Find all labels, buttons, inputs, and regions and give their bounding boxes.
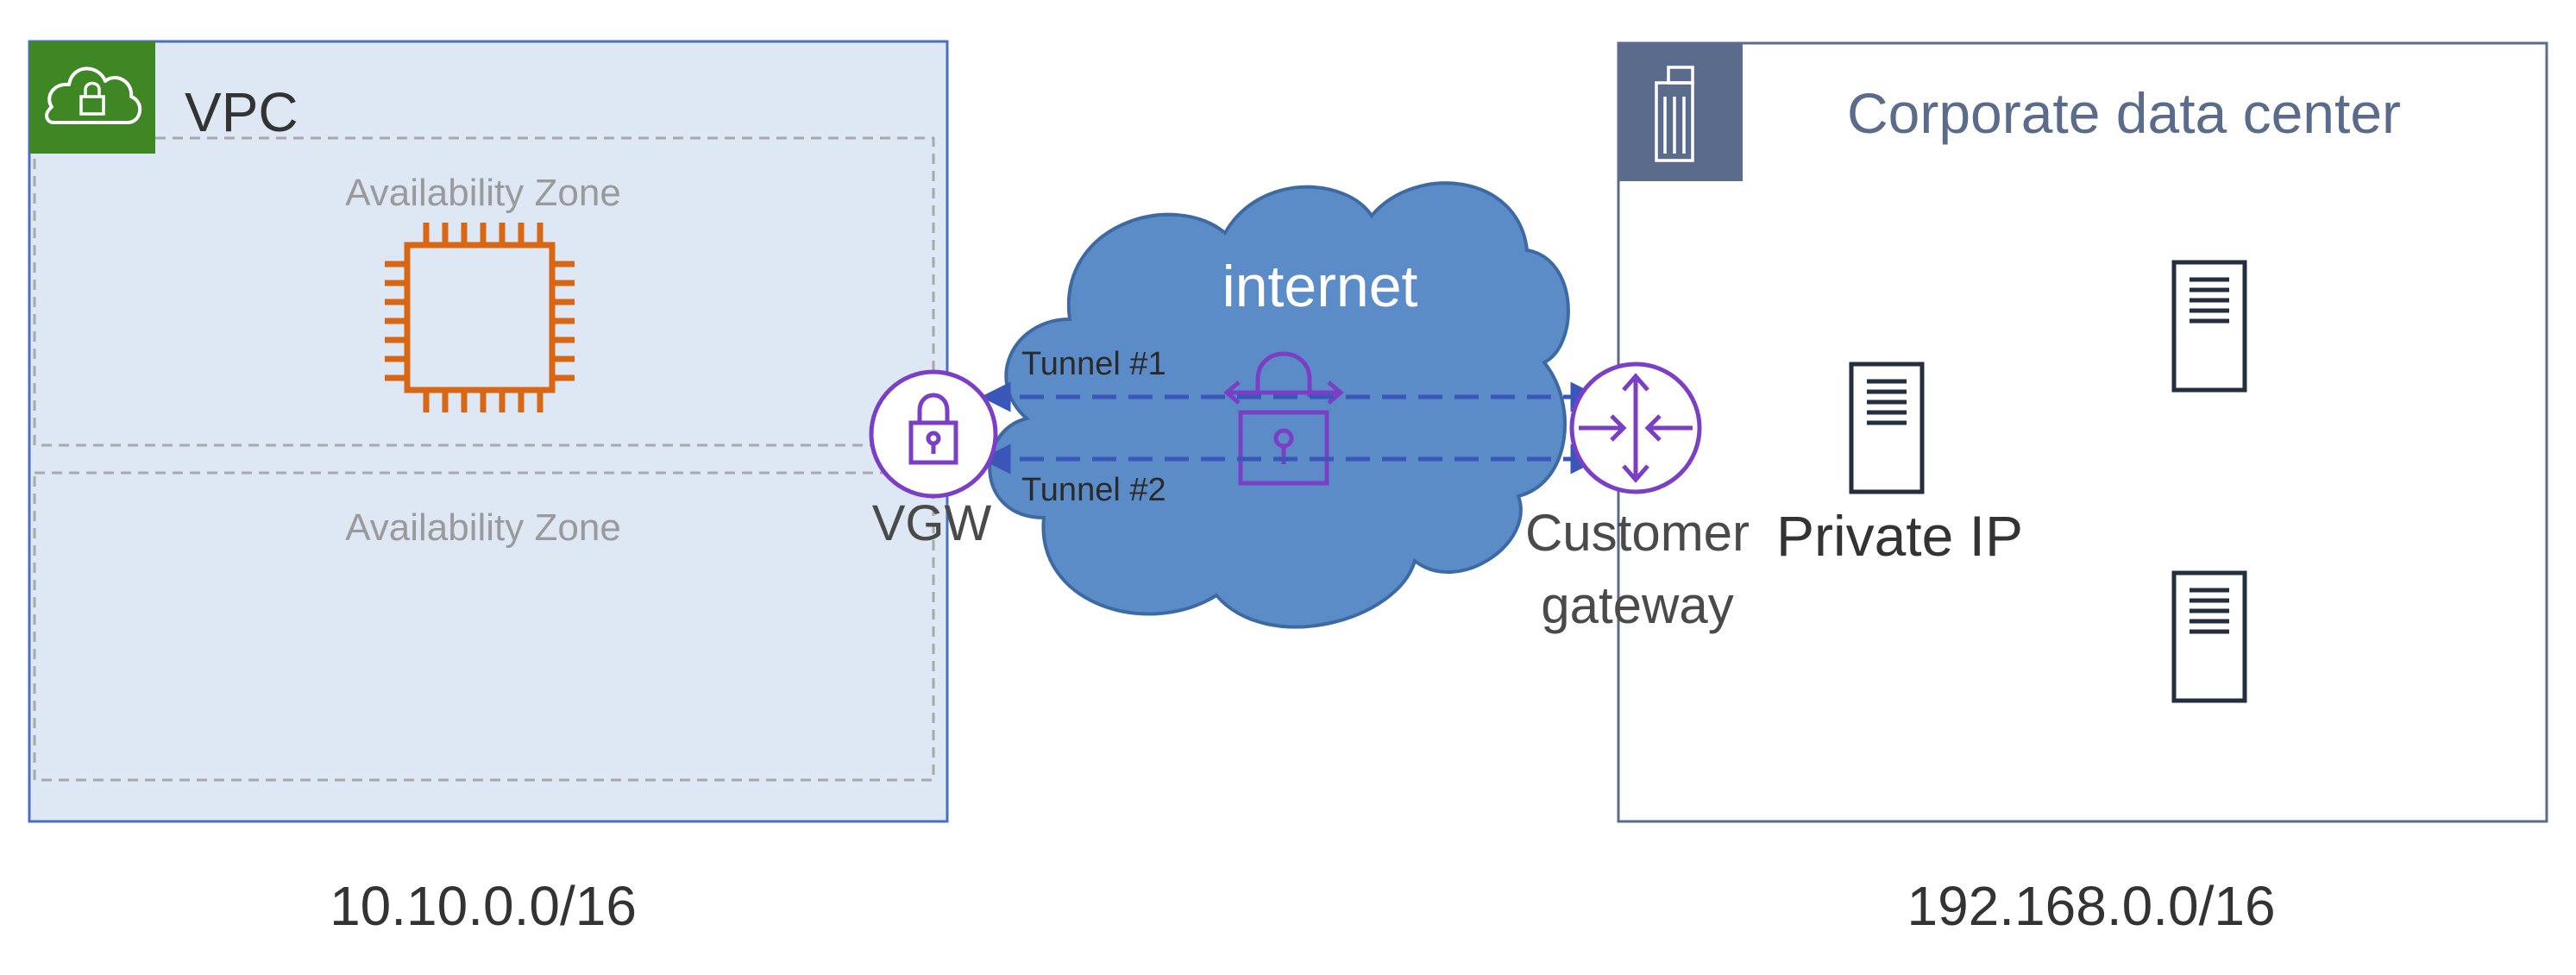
router-arrows-icon [1579, 373, 1693, 483]
vpc-group: VPC Availability Zone Availability Zone … [28, 40, 949, 937]
private-ip-label: Private IP [1776, 504, 2023, 568]
az-bottom-label: Availability Zone [345, 506, 621, 549]
vpn-tunnels: Tunnel #1 Tunnel #2 [980, 346, 1601, 508]
vpc-cloud-lock-icon [29, 41, 155, 154]
vgw-lock-icon [908, 393, 958, 465]
building-icon [1618, 43, 1743, 181]
datacenter-box [1617, 41, 2548, 823]
customer-gateway-label-line2: gateway [1541, 576, 1733, 634]
server-icon [2171, 570, 2247, 703]
az-top-label: Availability Zone [345, 172, 621, 214]
server-icon [1849, 362, 1925, 494]
internet-label: internet [1222, 254, 1418, 319]
customer-gateway: Customer gateway [1525, 362, 1750, 634]
vgw-label: VGW [872, 495, 992, 551]
ec2-instance-icon [385, 223, 575, 412]
datacenter-cidr: 192.168.0.0/16 [1907, 875, 2275, 937]
tunnel-1-label: Tunnel #1 [1021, 346, 1166, 382]
vpc-box [28, 40, 949, 823]
internet-cloud: internet [988, 181, 1570, 629]
cloud-shape [988, 181, 1570, 629]
datacenter-title: Corporate data center [1847, 81, 2401, 145]
vpn-gateway: VGW [869, 369, 998, 551]
availability-zone-top [33, 136, 935, 447]
tunnel-2-label: Tunnel #2 [1021, 472, 1166, 508]
vpc-title: VPC [185, 81, 298, 143]
availability-zone-bottom [33, 471, 935, 782]
server-icon [2171, 260, 2247, 393]
vpc-cidr: 10.10.0.0/16 [330, 875, 637, 937]
datacenter-group: Corporate data center Private IP 192.168… [1617, 41, 2548, 937]
customer-gateway-label-line1: Customer [1525, 504, 1750, 562]
